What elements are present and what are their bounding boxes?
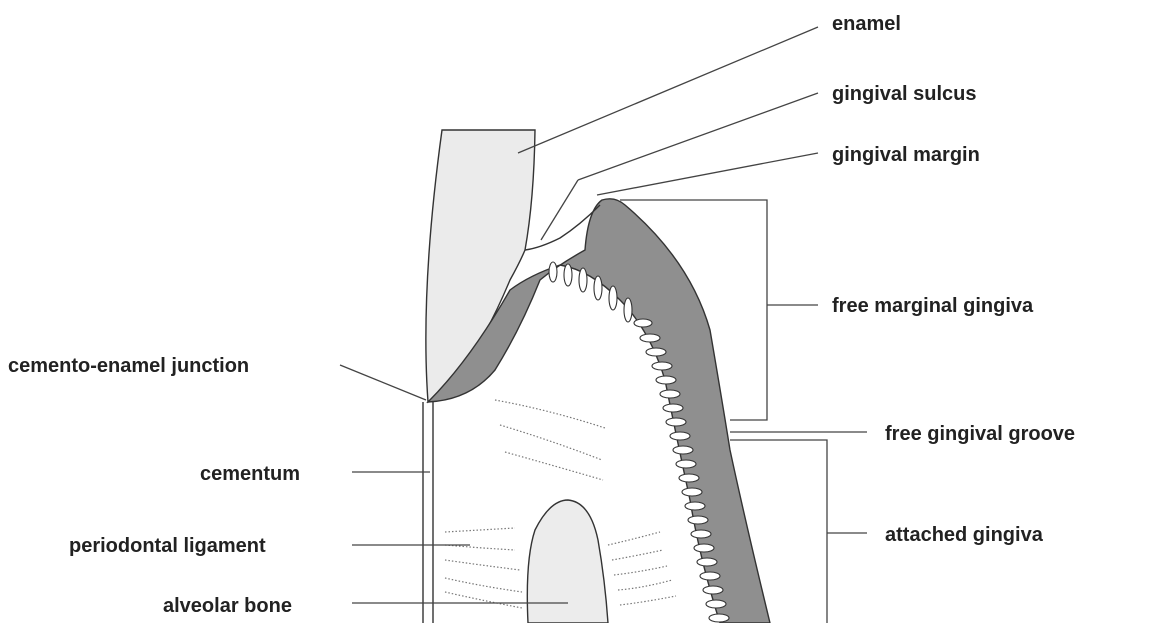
- label-free-gingival-groove: free gingival groove: [885, 423, 1075, 445]
- label-cementum: cementum: [200, 463, 300, 485]
- alveolar-bone-shape: [527, 500, 608, 623]
- label-gingival-sulcus: gingival sulcus: [832, 83, 976, 105]
- leader-lines: [340, 27, 867, 623]
- label-enamel: enamel: [832, 13, 901, 35]
- label-alveolar-bone: alveolar bone: [163, 595, 292, 617]
- label-cemento-enamel-junction: cemento-enamel junction: [8, 355, 249, 377]
- label-periodontal-ligament: periodontal ligament: [69, 535, 266, 557]
- label-gingival-margin: gingival margin: [832, 144, 980, 166]
- label-attached-gingiva: attached gingiva: [885, 524, 1044, 546]
- label-free-marginal-gingiva: free marginal gingiva: [832, 295, 1034, 317]
